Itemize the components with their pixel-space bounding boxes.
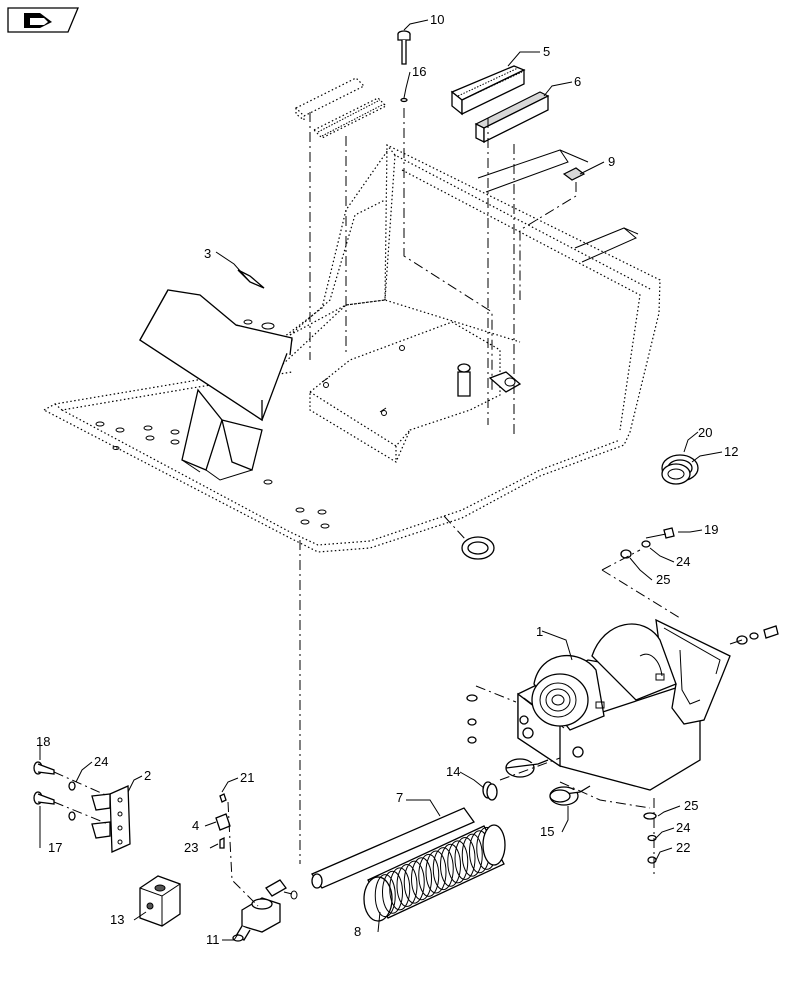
cab-floor-frame — [42, 144, 661, 553]
part-7-tube — [311, 807, 475, 889]
callout-12: 12 — [724, 444, 738, 459]
callout-20: 20 — [698, 425, 712, 440]
callout-8: 8 — [354, 924, 361, 939]
part-15-outlet — [549, 789, 571, 803]
phantom-filter-left — [294, 77, 388, 139]
callout-16: 16 — [412, 64, 426, 79]
hose-rib — [447, 840, 469, 884]
hose-rib — [403, 860, 425, 904]
part-6-filter-pad — [474, 91, 550, 144]
blower-mount-hardware — [729, 625, 779, 645]
callout-24-lower: 24 — [676, 820, 690, 835]
part-16-washer — [400, 97, 408, 103]
callout-24-left: 24 — [94, 754, 108, 769]
parts-4-21-23-clip — [215, 793, 231, 849]
part-11-valve — [232, 879, 298, 942]
part-1-blower-unit — [505, 618, 731, 806]
callout-13: 13 — [110, 912, 124, 927]
part-14-clamp — [482, 781, 498, 801]
hose-rib — [411, 857, 432, 901]
part-5-filter — [450, 65, 526, 116]
callout-18: 18 — [36, 734, 50, 749]
floor-compartment — [309, 321, 522, 463]
callout-9: 9 — [608, 154, 615, 169]
part-9-label — [562, 167, 586, 181]
callout-labels: 1 2 3 4 5 6 7 8 9 10 11 12 13 14 15 16 1… — [36, 12, 738, 947]
callout-4: 4 — [192, 818, 199, 833]
callout-6: 6 — [574, 74, 581, 89]
part-8-corrugated-hose — [363, 824, 506, 922]
blower-left-hardware — [466, 694, 478, 744]
part-18-screw — [33, 761, 55, 775]
callout-14: 14 — [446, 764, 460, 779]
part-17-screw — [33, 791, 55, 805]
callout-17: 17 — [48, 840, 62, 855]
hose-rib — [432, 847, 454, 891]
hose-rib — [382, 870, 403, 914]
book-arrow-icon[interactable] — [7, 7, 79, 33]
part-13-block — [139, 875, 181, 927]
hardware-19-24-25 — [620, 527, 675, 559]
hose-rib — [396, 864, 418, 907]
callout-25-upper: 25 — [656, 572, 670, 587]
callout-5: 5 — [543, 44, 550, 59]
washers-24-left — [68, 781, 76, 821]
callout-19: 19 — [704, 522, 718, 537]
hose-rib — [374, 874, 396, 918]
callout-24-upper: 24 — [676, 554, 690, 569]
hose-rib — [461, 833, 483, 877]
hose-rib — [418, 853, 440, 897]
callout-23: 23 — [184, 840, 198, 855]
callout-2: 2 — [144, 768, 151, 783]
leader-lines — [39, 19, 723, 941]
hose-rib — [389, 867, 411, 911]
lower-grommet — [461, 536, 495, 560]
hose-rib — [440, 843, 461, 887]
steering-console — [139, 289, 293, 481]
part-12-grommet — [661, 454, 699, 485]
part-2-bracket — [91, 785, 131, 853]
callout-3: 3 — [204, 246, 211, 261]
callout-7: 7 — [396, 790, 403, 805]
callout-22: 22 — [676, 840, 690, 855]
callout-11: 11 — [206, 932, 220, 947]
callout-25-lower: 25 — [684, 798, 698, 813]
floor-holes — [95, 421, 330, 529]
callout-15: 15 — [540, 824, 554, 839]
part-10-screw — [397, 30, 411, 65]
callout-21: 21 — [240, 770, 254, 785]
callout-10: 10 — [430, 12, 444, 27]
hose-rib — [425, 850, 447, 894]
hose-rib — [454, 837, 476, 880]
callout-1: 1 — [536, 624, 543, 639]
assembly-lines — [53, 108, 681, 907]
